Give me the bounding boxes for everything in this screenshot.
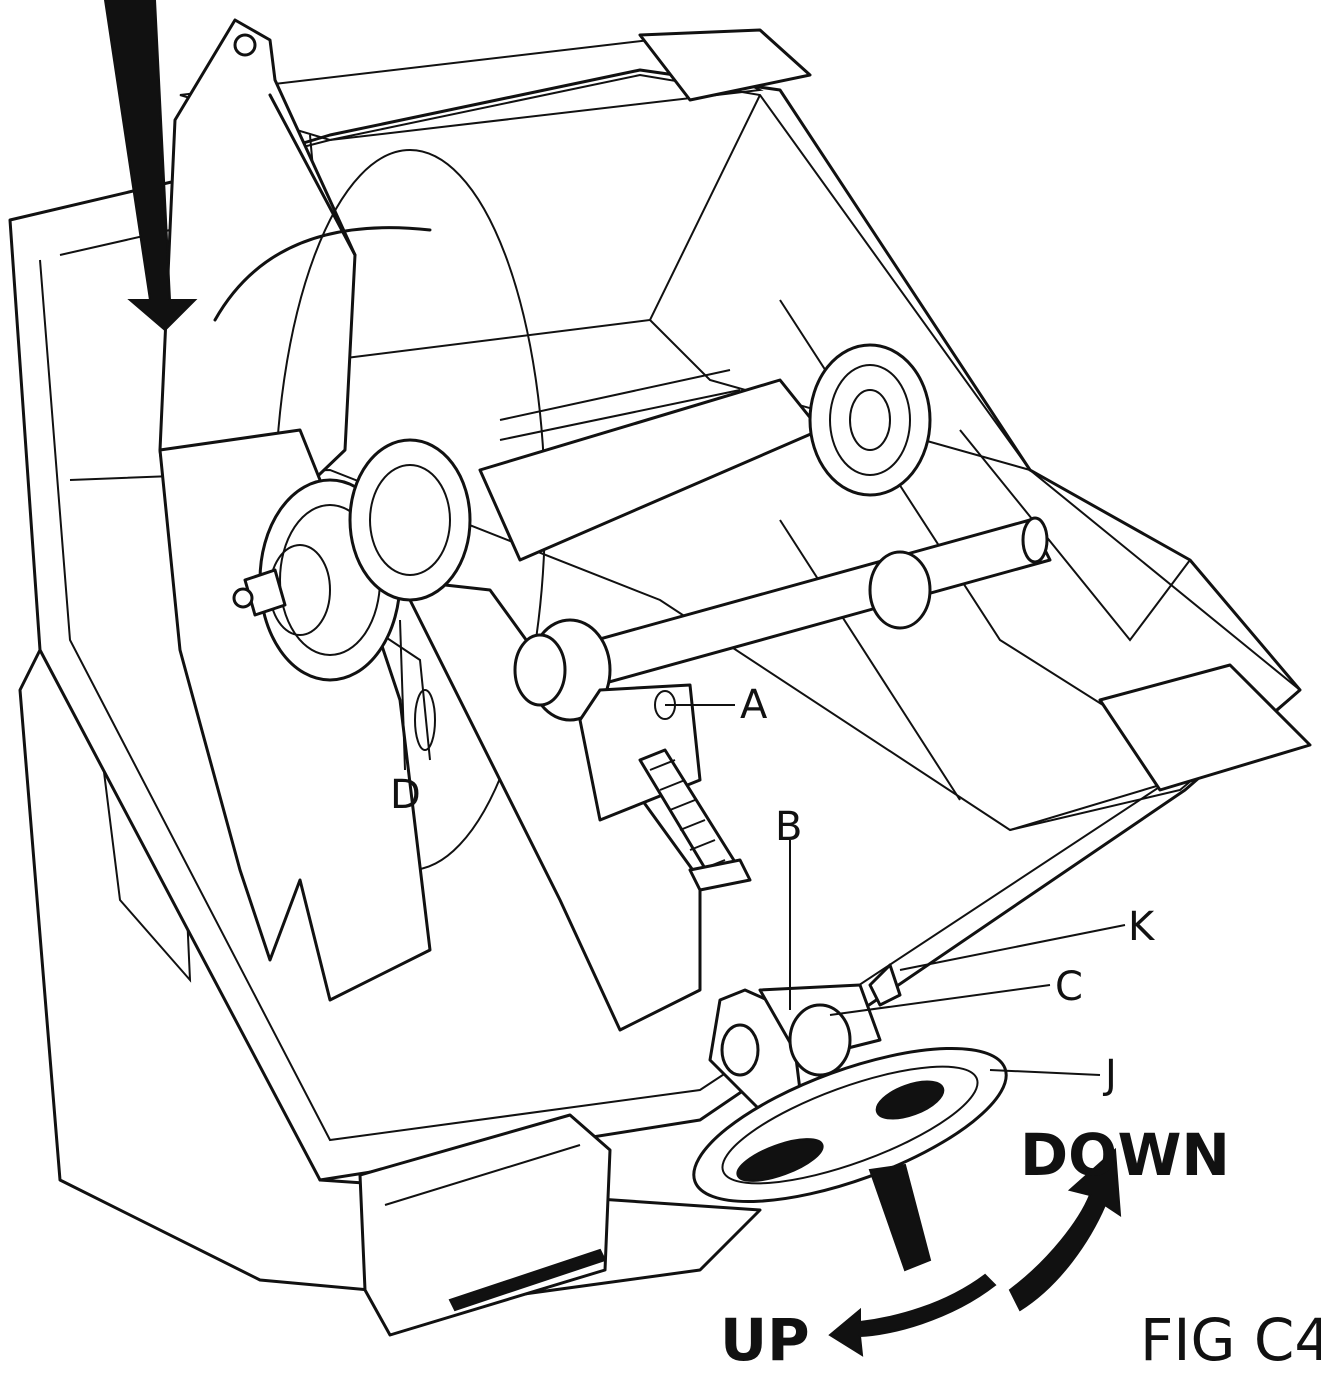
callout-a: A — [740, 682, 768, 728]
switch-box — [358, 1113, 612, 1337]
callout-k: K — [1128, 904, 1156, 950]
down-label: DOWN — [1020, 1121, 1230, 1189]
callout-c: C — [1055, 964, 1083, 1010]
callout-labels: A D B K C J — [390, 682, 1156, 1098]
front-pulley-assembly — [232, 438, 472, 682]
leader-lines — [399, 619, 1126, 1076]
pointer-arrow — [103, 0, 198, 332]
direction-arrows — [828, 1147, 1122, 1357]
callout-j: J — [1102, 1052, 1117, 1098]
figure-caption: FIG C4 — [1140, 1306, 1321, 1374]
lead-screw — [638, 748, 752, 892]
down-arrow-icon — [1008, 1147, 1122, 1312]
table-plates — [638, 28, 1312, 792]
up-label: UP — [720, 1306, 810, 1374]
callout-b: B — [775, 804, 802, 850]
handwheel-assembly — [692, 963, 1008, 1272]
cross-rod — [513, 516, 1052, 722]
callout-d: D — [390, 772, 421, 818]
rear-shaft-assembly — [478, 343, 932, 562]
up-arrow-icon — [828, 1273, 997, 1357]
